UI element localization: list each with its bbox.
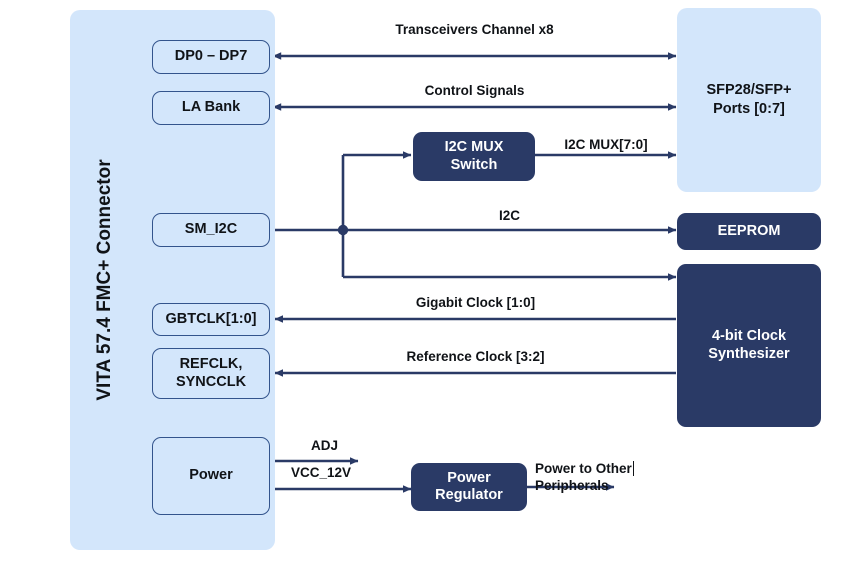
label-gigabit-clock: Gigabit Clock [1:0]	[415, 295, 536, 310]
i2c-mux-switch-line2: Switch	[450, 156, 498, 173]
block-gbtclk[interactable]: GBTCLK[1:0]	[152, 303, 270, 336]
text-cursor	[632, 461, 634, 476]
block-i2c-mux-switch[interactable]: I2C MUX Switch	[413, 132, 535, 181]
block-clock-synthesizer[interactable]: 4-bit Clock Synthesizer	[677, 264, 821, 427]
sfp28-ports-line1: SFP28/SFP+	[706, 82, 792, 99]
block-la-bank-label: LA Bank	[181, 99, 241, 116]
block-syncclk-line2: SYNCCLK	[175, 373, 247, 390]
label-control-signals: Control Signals	[424, 83, 525, 98]
label-transceivers-channel: Transceivers Channel x8	[395, 22, 554, 37]
clock-synthesizer-line2: Synthesizer	[708, 345, 790, 362]
label-i2c-mux-bus: I2C MUX[7:0]	[564, 137, 648, 152]
i2c-mux-switch-line1: I2C MUX	[444, 139, 504, 156]
label-adj: ADJ	[311, 438, 339, 453]
block-power[interactable]: Power	[152, 437, 270, 515]
block-dp0-dp7[interactable]: DP0 – DP7	[152, 40, 270, 74]
block-sfp28-ports[interactable]: SFP28/SFP+ Ports [0:7]	[677, 8, 821, 192]
power-regulator-line1: Power	[447, 469, 491, 486]
clock-synthesizer-line1: 4-bit Clock	[711, 328, 787, 345]
power-out-line2: Peripherals	[535, 477, 609, 493]
block-gbtclk-label: GBTCLK[1:0]	[165, 310, 257, 327]
block-refclk-syncclk[interactable]: REFCLK, SYNCCLK	[152, 348, 270, 399]
sfp28-ports-line2: Ports [0:7]	[713, 101, 785, 117]
block-eeprom[interactable]: EEPROM	[677, 213, 821, 250]
power-regulator-line2: Regulator	[435, 487, 503, 503]
block-power-label: Power	[189, 467, 233, 484]
block-sm-i2c-label: SM_I2C	[184, 221, 238, 238]
block-power-regulator[interactable]: Power Regulator	[411, 463, 527, 511]
block-la-bank[interactable]: LA Bank	[152, 91, 270, 125]
power-out-line1: Power to Other	[535, 461, 632, 476]
block-sm-i2c[interactable]: SM_I2C	[152, 213, 270, 247]
block-eeprom-label: EEPROM	[717, 222, 781, 239]
label-reference-clock: Reference Clock [3:2]	[406, 349, 545, 364]
label-i2c: I2C	[498, 208, 520, 223]
label-power-to-other-peripherals: Power to Other Peripherals	[535, 461, 634, 495]
label-vcc-12v: VCC_12V	[291, 465, 352, 480]
block-dp0-dp7-label: DP0 – DP7	[174, 48, 248, 65]
connector-title: VITA 57.4 FMC+ Connector	[94, 159, 115, 401]
i2c-junction-dot	[337, 224, 349, 236]
block-refclk-line1: REFCLK,	[179, 356, 243, 373]
